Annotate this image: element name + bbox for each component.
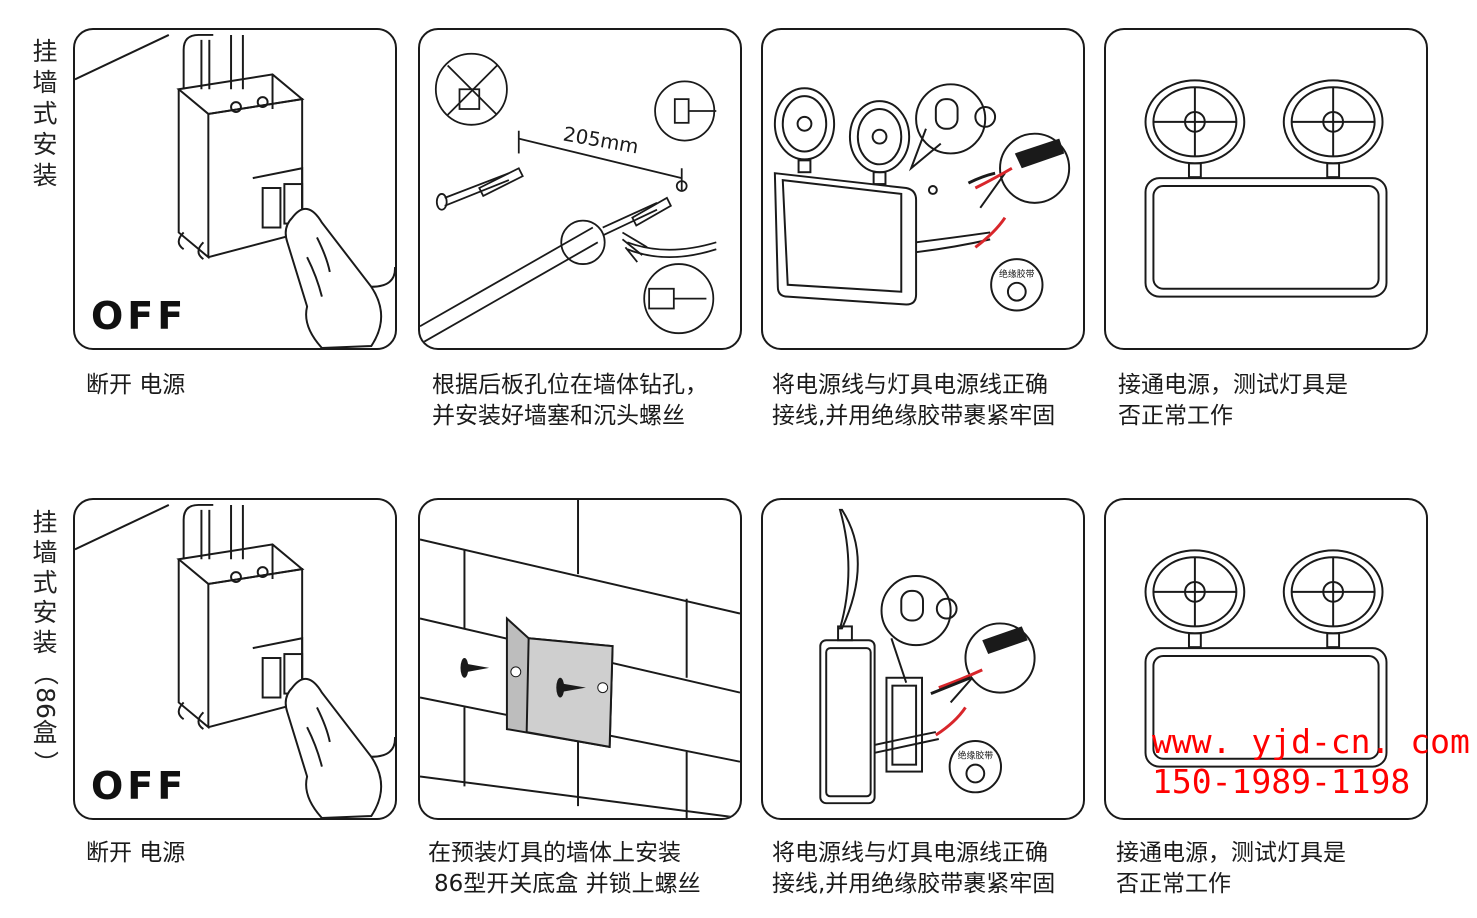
step4-panel-lamp (1104, 28, 1428, 350)
step2-caption: 根据后板孔位在墙体钻孔， 并安装好墙塞和沉头螺丝 (432, 370, 708, 432)
caption-line: 否正常工作 (1116, 871, 1231, 897)
wallbox-illustration (420, 500, 740, 818)
caption-line: 否正常工作 (1118, 403, 1233, 429)
side-char: 安 (32, 598, 58, 627)
step2-panel-drilling: 205mm (418, 28, 742, 350)
dimension-label: 205mm (561, 123, 640, 159)
step8-panel-lamp (1104, 498, 1428, 820)
step3-caption: 将电源线与灯具电源线正确 接线,并用绝缘胶带裹紧牢固 (772, 370, 1055, 432)
step5-panel-breaker: OFF (73, 498, 397, 820)
step1-caption: 断开 电源 (86, 370, 185, 401)
side-char: 86 (31, 687, 60, 719)
breaker-illustration (75, 33, 395, 348)
caption-line: 接线,并用绝缘胶带裹紧牢固 (772, 403, 1056, 429)
row2-side-label: 挂 墙 式 安 装 （ 86 盒 ） (28, 508, 62, 778)
caption-line: 并安装好墙塞和沉头螺丝 (432, 403, 685, 429)
drilling-illustration: 205mm (420, 52, 717, 345)
step4-caption: 接通电源，测试灯具是 否正常工作 (1118, 370, 1348, 432)
side-char: 装 (32, 161, 58, 190)
side-char: ） (31, 750, 60, 776)
side-char: 挂 (32, 37, 58, 66)
side-char: 盒 (32, 718, 58, 747)
side-char: 装 (32, 628, 58, 657)
side-char: 墙 (32, 68, 58, 97)
tape-label: 绝缘胶带 (958, 750, 994, 762)
side-char: 安 (32, 130, 58, 159)
wiring-side-illustration: 绝缘胶带 (819, 508, 1036, 805)
tape-label: 绝缘胶带 (999, 268, 1035, 280)
side-char: （ (31, 660, 60, 686)
side-char: 式 (32, 99, 58, 128)
watermark-url: www. yjd-cn. com (1152, 722, 1470, 761)
watermark: www. yjd-cn. com 150-1989-1198 (1152, 722, 1470, 802)
step3-panel-wiring: 绝缘胶带 (761, 28, 1085, 350)
step6-caption: 在预装灯具的墙体上安装 86型开关底盒 并锁上螺丝 (428, 838, 701, 900)
caption-line: 86型开关底盒 并锁上螺丝 (434, 871, 701, 897)
step1-panel-breaker: OFF (73, 28, 397, 350)
caption-line: 接通电源，测试灯具是 (1116, 840, 1346, 866)
caption-line: 接线,并用绝缘胶带裹紧牢固 (772, 871, 1056, 897)
step7-caption: 将电源线与灯具电源线正确 接线,并用绝缘胶带裹紧牢固 (772, 838, 1055, 900)
caption-line: 将电源线与灯具电源线正确 (772, 840, 1048, 866)
off-label: OFF (91, 764, 188, 808)
caption-line: 断开 电源 (86, 372, 186, 398)
side-char: 挂 (32, 508, 58, 537)
side-char: 式 (32, 568, 58, 597)
row1-side-label: 挂 墙 式 安 装 (28, 36, 62, 191)
step7-panel-wiring: 绝缘胶带 (761, 498, 1085, 820)
caption-line: 断开 电源 (86, 840, 186, 866)
step5-caption: 断开 电源 (86, 838, 185, 869)
step8-caption: 接通电源，测试灯具是 否正常工作 (1116, 838, 1346, 900)
watermark-phone: 150-1989-1198 (1152, 762, 1411, 801)
lamp-illustration (1144, 79, 1388, 298)
breaker-illustration (75, 503, 395, 818)
caption-line: 将电源线与灯具电源线正确 (772, 372, 1048, 398)
wiring-illustration: 绝缘胶带 (773, 83, 1071, 312)
caption-line: 在预装灯具的墙体上安装 (428, 840, 681, 866)
caption-line: 接通电源，测试灯具是 (1118, 372, 1348, 398)
lamp-illustration (1144, 549, 1388, 768)
side-char: 墙 (32, 538, 58, 567)
caption-line: 根据后板孔位在墙体钻孔， (432, 372, 708, 398)
step6-panel-wallbox (418, 498, 742, 820)
off-label: OFF (91, 294, 188, 338)
